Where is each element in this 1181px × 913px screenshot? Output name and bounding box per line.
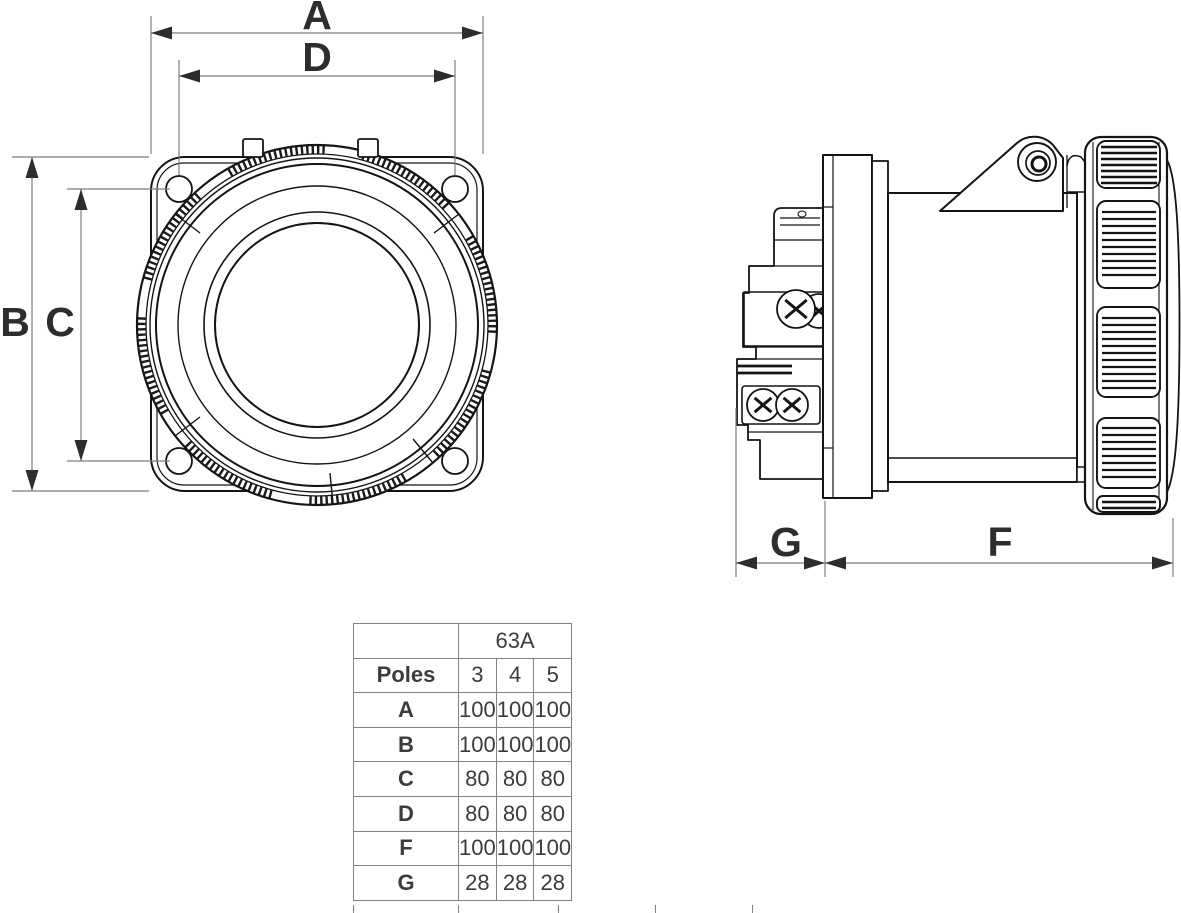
dim-label-c: C: [45, 299, 75, 345]
ring-tab-left: [242, 138, 264, 158]
table-cell: 100: [533, 830, 573, 867]
row-label-a: A: [353, 692, 459, 728]
mounting-hole-top-right: [441, 175, 469, 203]
table-row: Poles 3 4 5: [353, 657, 573, 694]
terminal-block-outline: [736, 207, 824, 480]
table-cell: 80: [495, 795, 535, 832]
rear-cap-contour: [1166, 159, 1181, 493]
side-gasket-strip: [871, 160, 889, 492]
table-row: F 100 100 100: [353, 830, 573, 867]
lower-terminal-frame: [741, 385, 821, 425]
knurl-band: [137, 145, 497, 505]
table-cell: 100: [458, 726, 497, 763]
row-label-c: C: [353, 761, 459, 797]
socket-opening: [214, 222, 420, 428]
knurl-break-lines: [174, 213, 460, 505]
table-row: G 28 28 28: [353, 865, 573, 901]
table-border-stub: [752, 905, 754, 913]
table-header-pole-4: 4: [495, 657, 535, 694]
table-row: C 80 80 80: [353, 761, 573, 797]
table-cell: 100: [495, 692, 535, 728]
side-view: [736, 135, 1181, 516]
table-header-pole-3: 3: [458, 657, 497, 694]
table-cell: 100: [458, 692, 497, 728]
mounting-hole-bottom-right: [441, 447, 469, 475]
table-cell-empty: [353, 623, 459, 659]
table-cell: 100: [495, 830, 535, 867]
table-cell: 80: [458, 795, 497, 832]
table-border-stub: [353, 905, 355, 913]
knurl-pads: [1096, 140, 1161, 513]
dimension-annotations: A D B C G F: [0, 0, 1174, 577]
table-cell: 80: [495, 761, 535, 797]
dimension-arrowheads: [25, 26, 1173, 570]
lid-latch-bracket: [939, 135, 1064, 212]
ring-tabs: [242, 138, 379, 158]
table-header-poles: Poles: [353, 657, 459, 694]
table-row: 63A: [353, 623, 573, 659]
dim-label-a: A: [302, 0, 332, 38]
table-border-stub: [558, 905, 560, 913]
connector-body: [887, 192, 1078, 483]
dim-label-d: D: [302, 34, 332, 80]
row-label-d: D: [353, 795, 459, 832]
table-cell: 100: [495, 726, 535, 763]
table-cell: 100: [458, 830, 497, 867]
dim-label-f: F: [987, 519, 1012, 565]
front-mounting-holes: [165, 175, 469, 475]
table-border-stub: [655, 905, 657, 913]
dim-label-b: B: [0, 299, 30, 345]
front-view: [135, 138, 499, 507]
table-cell: 100: [533, 692, 573, 728]
row-label-g: G: [353, 865, 459, 901]
row-label-b: B: [353, 726, 459, 763]
table-cell: 80: [533, 795, 573, 832]
table-cell: 80: [458, 761, 497, 797]
table-row: D 80 80 80: [353, 795, 573, 832]
table-header-pole-5: 5: [533, 657, 573, 694]
table-cell: 80: [533, 761, 573, 797]
table-cell: 28: [495, 865, 535, 901]
locking-ring-outer-edge: [135, 143, 499, 507]
table-cell: 28: [458, 865, 497, 901]
front-concentric-circles: [145, 153, 489, 497]
table-row: B 100 100 100: [353, 726, 573, 763]
table-row: A 100 100 100: [353, 692, 573, 728]
row-label-f: F: [353, 830, 459, 867]
dim-label-g: G: [770, 519, 802, 565]
table-border-stub: [458, 905, 460, 913]
ring-tab-right: [357, 138, 379, 158]
table-header-amperage: 63A: [457, 623, 573, 659]
latch-hinge-pin: [1017, 142, 1057, 182]
table-cell: 28: [533, 865, 573, 901]
dimension-spec-table: 63A Poles 3 4 5 A 100 100 100 B 100 100 …: [353, 623, 573, 901]
terminal-screws: [746, 289, 837, 422]
table-cell: 100: [533, 726, 573, 763]
